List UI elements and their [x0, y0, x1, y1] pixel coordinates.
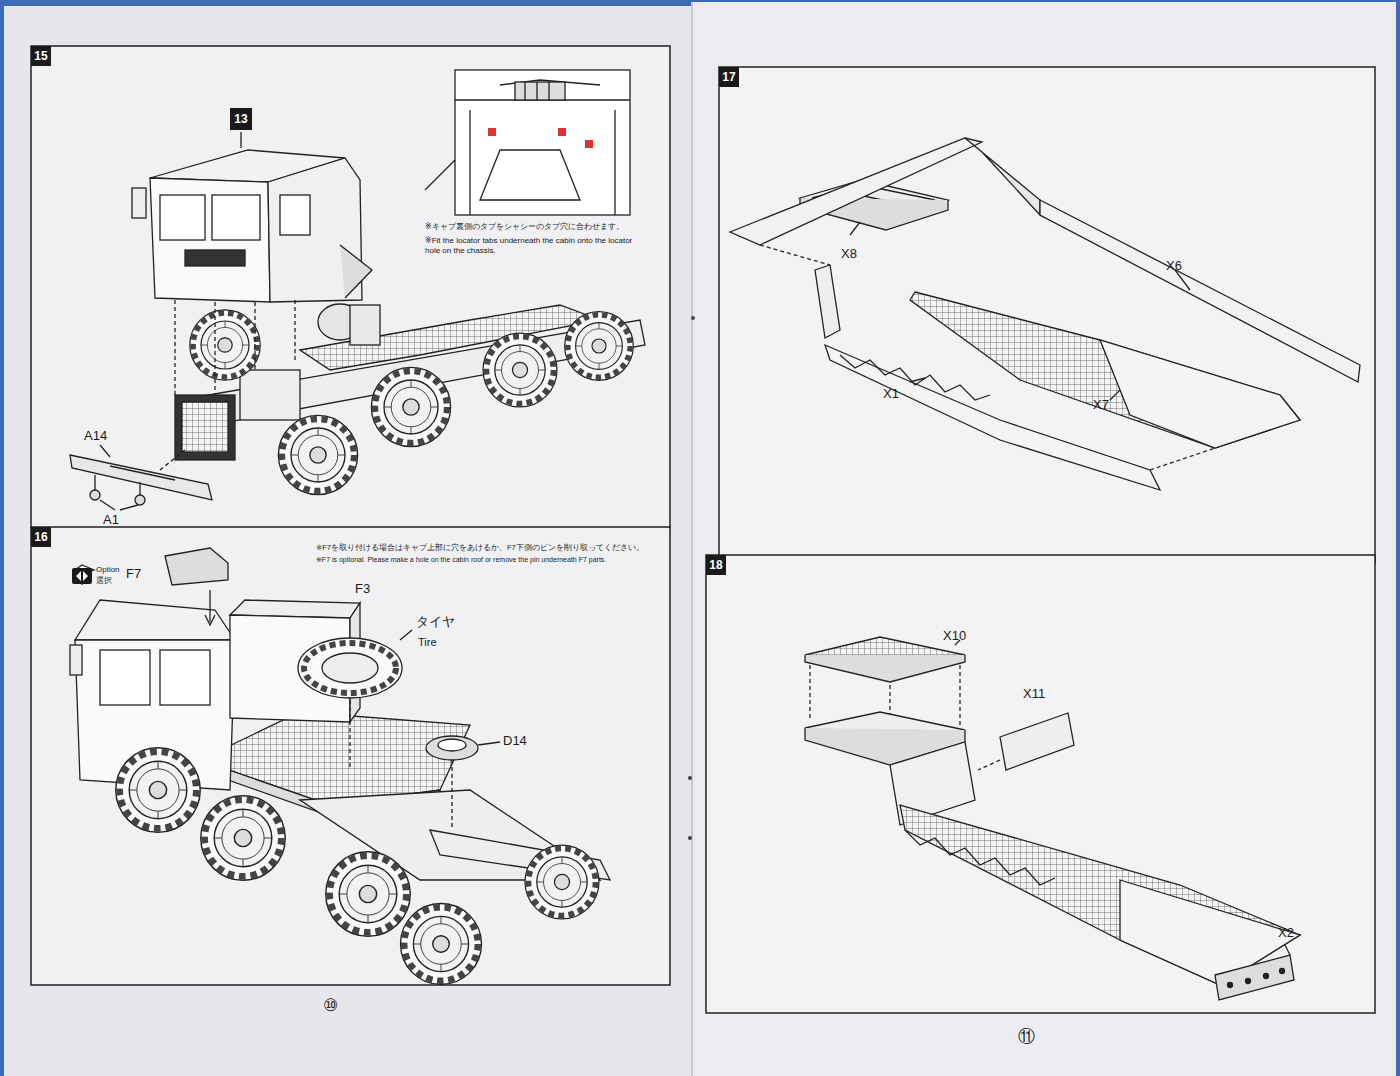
note-text: ※キャブ裏側のタブをシャシーのタブ穴に合わせます。: [425, 222, 645, 232]
step-frame: [706, 555, 1375, 1013]
option-icon: [72, 568, 92, 584]
left-page: [4, 6, 694, 1076]
part-number: X6: [1166, 258, 1182, 274]
step-number: 17: [722, 70, 735, 84]
option-text: Option: [96, 565, 120, 575]
step-number: 15: [34, 49, 47, 63]
step-number-box: 16: [31, 527, 51, 547]
right-page: [692, 2, 1396, 1076]
part-number: F3: [355, 581, 370, 597]
option-text: 選択: [96, 576, 112, 586]
page-number: ⑩: [323, 995, 338, 1016]
page-number: ⑪: [1018, 1026, 1035, 1047]
step-frame: [31, 46, 670, 528]
step-number-box: 15: [31, 46, 51, 66]
trailer-assembly-18: [805, 637, 1300, 1000]
part-number: F7: [126, 566, 141, 582]
note-text: ※Fit the locator tabs underneath the cab…: [425, 236, 640, 256]
step-number: 16: [34, 530, 47, 544]
trailer-parts-17: [730, 138, 1360, 490]
part-number: X8: [841, 246, 857, 262]
truck-assembly-15: [70, 70, 645, 510]
part-number: D14: [503, 733, 527, 749]
step-frame: [719, 67, 1375, 563]
step-number-box: 17: [719, 67, 739, 87]
step-number: 13: [234, 112, 247, 126]
step-frame: [31, 527, 670, 985]
note-text: ※F7 is optional. Please make a hole on t…: [316, 556, 661, 565]
part-label: タイヤ: [416, 614, 455, 630]
part-number: A1: [103, 512, 119, 528]
truck-assembly-16: [70, 548, 610, 984]
part-label: Tire: [418, 636, 437, 650]
note-text: ※F7を取り付ける場合はキャブ上部に穴をあけるか、F7下側のピンを削り取ってくだ…: [316, 543, 661, 552]
step-number-box: 18: [706, 555, 726, 575]
step-number-box: 13: [230, 108, 252, 130]
part-number: X10: [943, 628, 966, 644]
part-number: X11: [1023, 686, 1045, 702]
part-number: X2: [1278, 925, 1294, 941]
part-number: X7: [1093, 397, 1109, 413]
part-number: X1: [883, 386, 899, 402]
part-number: A14: [84, 428, 107, 444]
step-number: 18: [709, 558, 722, 572]
